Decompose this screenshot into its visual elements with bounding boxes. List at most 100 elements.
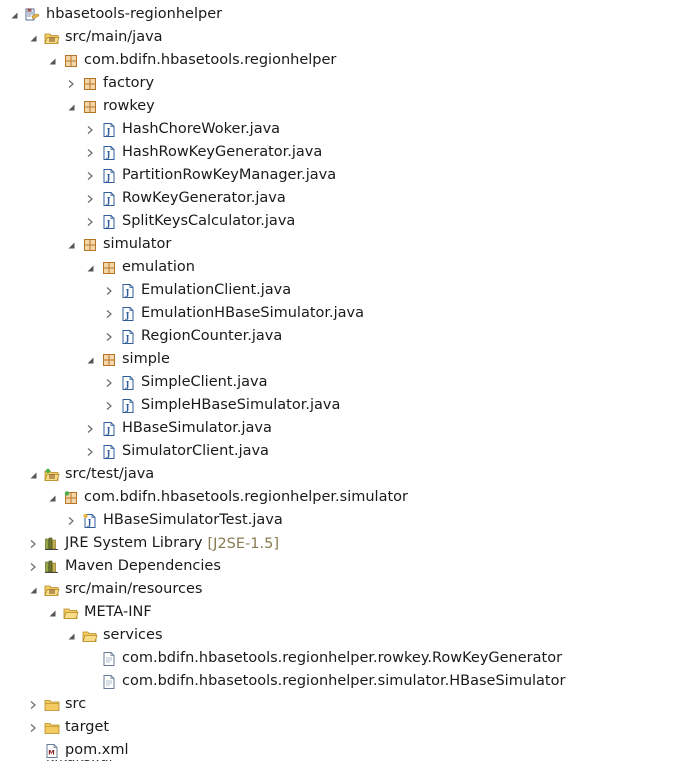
tree-item[interactable]: emulation xyxy=(84,256,195,279)
expanded-arrow-icon[interactable] xyxy=(65,100,77,114)
collapsed-arrow-icon[interactable] xyxy=(65,77,77,91)
tree-item-label: com.bdifn.hbasetools.regionhelper.rowkey… xyxy=(122,650,563,666)
package-icon xyxy=(101,260,117,276)
pom-file-icon: M xyxy=(44,743,60,759)
tree-item-label: PartitionRowKeyManager.java xyxy=(122,167,337,183)
tree-item-label: META-INF xyxy=(84,604,152,620)
svg-text:J: J xyxy=(125,333,130,343)
collapsed-arrow-icon[interactable] xyxy=(84,146,96,160)
tree-item[interactable]: com.bdifn.hbasetools.regionhelper.rowkey… xyxy=(84,647,562,670)
expanded-arrow-icon[interactable] xyxy=(46,606,58,620)
tree-item-label: rowkey xyxy=(103,98,155,114)
collapsed-arrow-icon[interactable] xyxy=(103,330,115,344)
tree-item[interactable]: simple xyxy=(84,348,170,371)
expanded-arrow-icon[interactable] xyxy=(65,238,77,252)
collapsed-arrow-icon[interactable] xyxy=(27,537,39,551)
java-file-icon: J xyxy=(120,306,136,322)
collapsed-arrow-icon[interactable] xyxy=(84,169,96,183)
expanded-arrow-icon[interactable] xyxy=(65,629,77,643)
package-icon xyxy=(82,237,98,253)
java-file-icon: J xyxy=(120,283,136,299)
text-file-icon xyxy=(101,651,117,667)
collapsed-arrow-icon[interactable] xyxy=(84,422,96,436)
collapsed-arrow-icon[interactable] xyxy=(103,376,115,390)
tree-item[interactable]: target xyxy=(27,716,109,739)
java-file-icon: J xyxy=(120,375,136,391)
svg-text:J: J xyxy=(87,517,92,527)
folder-open-icon xyxy=(82,628,98,644)
tree-item-label: src xyxy=(65,696,87,712)
tree-item[interactable]: simulator xyxy=(65,233,171,256)
tree-item-label: RegionCounter.java xyxy=(141,328,283,344)
collapsed-arrow-icon[interactable] xyxy=(103,307,115,321)
tree-item[interactable]: J RegionCounter.java xyxy=(103,325,282,348)
collapsed-arrow-icon[interactable] xyxy=(27,698,39,712)
svg-text:J: J xyxy=(125,310,130,320)
expanded-arrow-icon[interactable] xyxy=(46,491,58,505)
collapsed-arrow-icon[interactable] xyxy=(84,445,96,459)
expanded-arrow-icon[interactable] xyxy=(84,261,96,275)
collapsed-arrow-icon[interactable] xyxy=(103,284,115,298)
tree-item[interactable]: rowkey xyxy=(65,95,155,118)
expanded-arrow-icon[interactable] xyxy=(8,8,20,22)
expanded-arrow-icon[interactable] xyxy=(27,468,39,482)
tree-item[interactable]: com.bdifn.hbasetools.regionhelper xyxy=(46,49,336,72)
java-file-icon: J xyxy=(101,145,117,161)
tree-item[interactable]: J SimulatorClient.java xyxy=(84,440,269,463)
tree-item-label: simulator xyxy=(103,236,172,252)
tree-item[interactable]: services xyxy=(65,624,163,647)
tree-item[interactable]: src xyxy=(27,693,86,716)
collapsed-arrow-icon[interactable] xyxy=(103,399,115,413)
tree-item-label: SimulatorClient.java xyxy=(122,443,269,459)
test-source-folder-icon xyxy=(44,467,60,483)
tree-item-label: com.bdifn.hbasetools.regionhelper xyxy=(84,52,337,68)
collapsed-arrow-icon[interactable] xyxy=(84,123,96,137)
tree-item[interactable]: JRE System Library[J2SE-1.5] xyxy=(27,532,279,555)
library-icon xyxy=(44,559,60,575)
expanded-arrow-icon[interactable] xyxy=(27,31,39,45)
tree-item-label: simple xyxy=(122,351,170,367)
java-file-icon: J xyxy=(101,444,117,460)
folder-icon xyxy=(44,720,60,736)
svg-text:M: M xyxy=(48,748,54,756)
tree-item[interactable]: src/main/java xyxy=(27,26,163,49)
svg-text:J: J xyxy=(106,126,111,136)
collapsed-arrow-icon[interactable] xyxy=(65,514,77,528)
tree-item-label: com.bdifn.hbasetools.regionhelper.simula… xyxy=(122,673,566,689)
cut-off-tree-item[interactable]: kfkaks..dl xyxy=(46,760,166,769)
tree-item[interactable]: com.bdifn.hbasetools.regionhelper.simula… xyxy=(46,486,408,509)
collapsed-arrow-icon[interactable] xyxy=(27,721,39,735)
tree-item[interactable]: src/main/resources xyxy=(27,578,202,601)
collapsed-arrow-icon[interactable] xyxy=(27,560,39,574)
tree-item[interactable]: src/test/java xyxy=(27,463,154,486)
svg-text:J: J xyxy=(125,287,130,297)
svg-text:J: J xyxy=(125,402,130,412)
tree-item[interactable]: com.bdifn.hbasetools.regionhelper.simula… xyxy=(84,670,565,693)
expanded-arrow-icon[interactable] xyxy=(27,583,39,597)
no-toggle-spacer xyxy=(84,652,96,666)
expanded-arrow-icon[interactable] xyxy=(84,353,96,367)
collapsed-arrow-icon[interactable] xyxy=(84,192,96,206)
tree-item-label: SimpleHBaseSimulator.java xyxy=(141,397,341,413)
collapsed-arrow-icon[interactable] xyxy=(84,215,96,229)
tree-item[interactable]: META-INF xyxy=(46,601,152,624)
tree-item[interactable]: factory xyxy=(65,72,154,95)
tree-item[interactable]: J SimpleHBaseSimulator.java xyxy=(103,394,340,417)
tree-item-label: hbasetools-regionhelper xyxy=(46,6,223,22)
expanded-arrow-icon[interactable] xyxy=(46,54,58,68)
tree-item[interactable]: Maven Dependencies xyxy=(27,555,221,578)
svg-text:M: M xyxy=(27,8,32,14)
svg-text:J: J xyxy=(106,425,111,435)
